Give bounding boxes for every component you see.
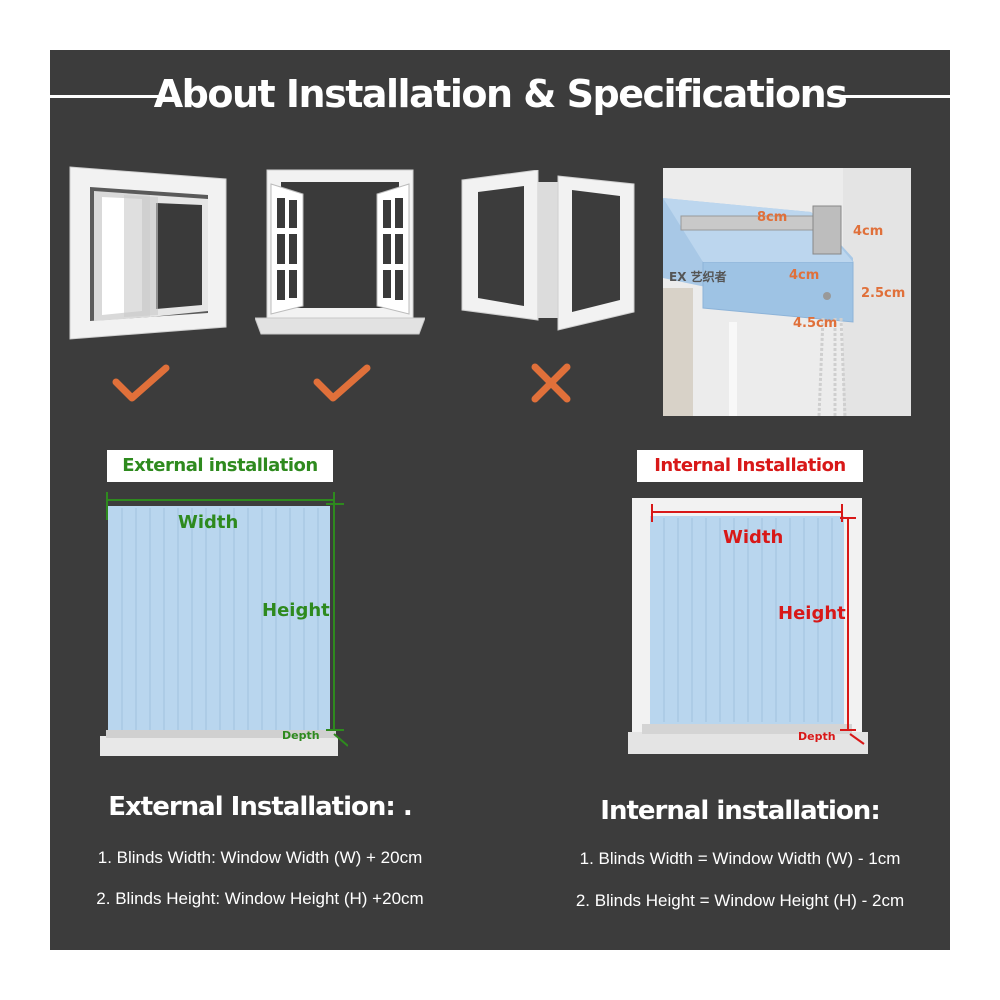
internal-installation-label: Internal Installation bbox=[637, 450, 863, 482]
headrail-illustration bbox=[663, 168, 911, 416]
brand-text: EX 艺织者 bbox=[669, 270, 727, 284]
bracket-width-dimension: 8cm bbox=[757, 210, 788, 225]
external-installation-label: External installation bbox=[107, 450, 333, 482]
internal-width-label: Width bbox=[723, 527, 784, 548]
open-sash-window-icon bbox=[461, 170, 635, 331]
internal-height-label: Height bbox=[778, 603, 846, 624]
cross-mark-icon bbox=[531, 363, 571, 403]
external-width-label: Width bbox=[178, 512, 239, 533]
title-divider-right bbox=[842, 95, 950, 98]
external-rule-height: 2. Blinds Height: Window Height (H) +20c… bbox=[96, 889, 424, 908]
casement-outward-window-icon bbox=[255, 169, 425, 335]
check-mark-icon bbox=[112, 364, 170, 402]
internal-installation-diagram bbox=[628, 498, 868, 754]
check-mark-icon bbox=[313, 364, 371, 402]
headrail-spec-photo: EX 艺织者 8cm 4cm 4cm 2.5cm 4.5cm bbox=[663, 168, 911, 416]
internal-rule-height: 2. Blinds Height = Window Height (H) - 2… bbox=[575, 891, 905, 910]
rail-width-dimension: 4cm bbox=[789, 268, 820, 283]
external-depth-label: Depth bbox=[282, 729, 320, 742]
internal-depth-label: Depth bbox=[798, 730, 836, 743]
internal-rule-width: 1. Blinds Width = Window Width (W) - 1cm bbox=[579, 849, 901, 868]
page-title: About Installation & Specifications bbox=[153, 72, 848, 116]
external-rule-width: 1. Blinds Width: Window Width (W) + 20cm bbox=[97, 848, 423, 867]
bracket-height-dimension: 4cm bbox=[853, 224, 884, 239]
external-installation-diagram bbox=[100, 492, 348, 756]
sliding-window-icon bbox=[69, 166, 227, 340]
rail-height-dimension: 2.5cm bbox=[861, 286, 906, 301]
external-height-label: Height bbox=[262, 600, 330, 621]
external-installation-title: External Installation: . bbox=[108, 792, 412, 822]
title-divider-left bbox=[50, 95, 165, 98]
rail-depth-dimension: 4.5cm bbox=[793, 316, 838, 331]
internal-installation-title: Internal installation: bbox=[600, 796, 880, 826]
